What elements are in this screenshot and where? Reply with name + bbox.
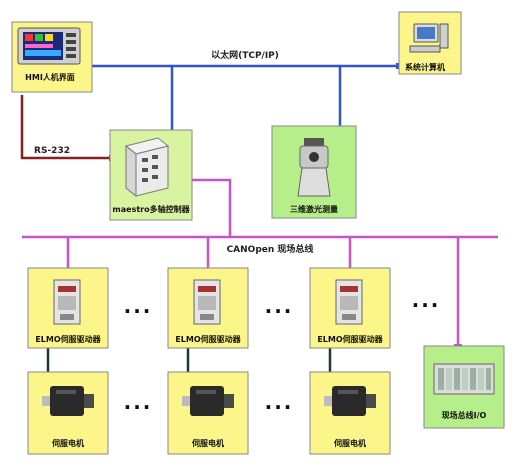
motor-node-3: 伺服电机 — [309, 371, 391, 455]
hmi-label: HMI人机界面 — [25, 72, 75, 82]
motor-label-3: 伺服电机 — [333, 438, 366, 448]
drive-label-1: ELMO伺服驱动器 — [35, 334, 101, 344]
motor-node-2: 伺服电机 — [167, 371, 249, 455]
motor-label-2: 伺服电机 — [191, 438, 224, 448]
servo-motor-icon — [42, 386, 94, 416]
laser-label: 三维激光测量 — [290, 204, 338, 214]
drive-motor-wires — [46, 348, 332, 376]
canbus-lines — [22, 178, 498, 348]
io-module-icon — [433, 363, 495, 395]
drive-label-3: ELMO伺服驱动器 — [317, 334, 383, 344]
drive-label-2: ELMO伺服驱动器 — [175, 334, 241, 344]
ellipsis-motors-2: ··· — [265, 395, 294, 419]
system-computer-label: 系统计算机 — [405, 62, 445, 72]
ellipsis-motors-1: ··· — [124, 395, 153, 419]
fieldbus-io-node: 现场总线I/O — [423, 345, 505, 429]
hmi-node: HMI人机界面 — [11, 21, 93, 93]
ellipsis-drives-2: ··· — [265, 299, 294, 323]
ellipsis-drives-3: ··· — [412, 293, 441, 317]
system-computer-box — [398, 11, 462, 75]
servo-drive-icon — [193, 279, 221, 325]
canbus-drop-controller — [178, 178, 232, 237]
hmi-panel-icon — [17, 27, 81, 65]
motor-label-1: 伺服电机 — [51, 438, 84, 448]
drive-node-3: ELMO伺服驱动器 — [309, 267, 391, 349]
motor-node-1: 伺服电机 — [27, 371, 109, 455]
desktop-computer-icon — [409, 23, 449, 53]
canopen-label: CANOpen 现场总线 — [227, 243, 314, 255]
laser-node: 三维激光测量 — [271, 125, 357, 219]
motion-controller-icon — [124, 137, 170, 198]
controller-label: maestro多轴控制器 — [112, 204, 190, 214]
system-computer-node: 系统计算机 — [398, 11, 462, 75]
servo-drive-icon — [335, 279, 363, 325]
fieldbus-io-label: 现场总线I/O — [442, 410, 487, 420]
ethernet-label: 以太网(TCP/IP) — [211, 49, 279, 61]
servo-motor-icon — [182, 386, 234, 416]
servo-motor-icon — [324, 386, 376, 416]
rs232-line — [20, 95, 110, 160]
drive-node-2: ELMO伺服驱动器 — [167, 267, 249, 349]
ellipsis-drives-1: ··· — [124, 299, 153, 323]
drive-node-1: ELMO伺服驱动器 — [27, 267, 109, 349]
servo-drive-icon — [53, 279, 81, 325]
rs232-label: RS-232 — [34, 146, 70, 156]
controller-node: maestro多轴控制器 — [109, 129, 193, 221]
laser-scanner-icon — [297, 138, 331, 197]
